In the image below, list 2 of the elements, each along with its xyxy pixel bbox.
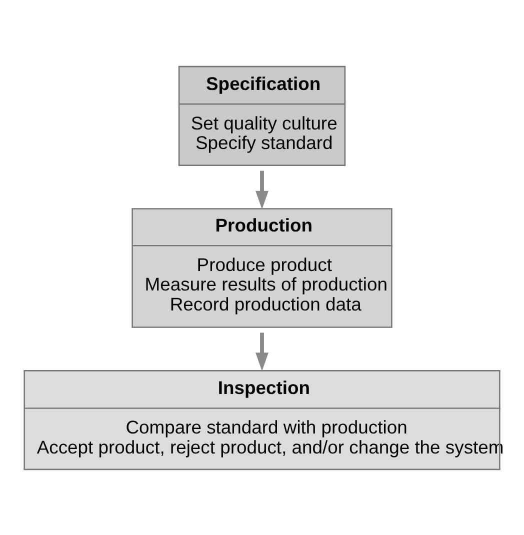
arrow bbox=[256, 170, 268, 209]
arrow bbox=[256, 332, 268, 371]
